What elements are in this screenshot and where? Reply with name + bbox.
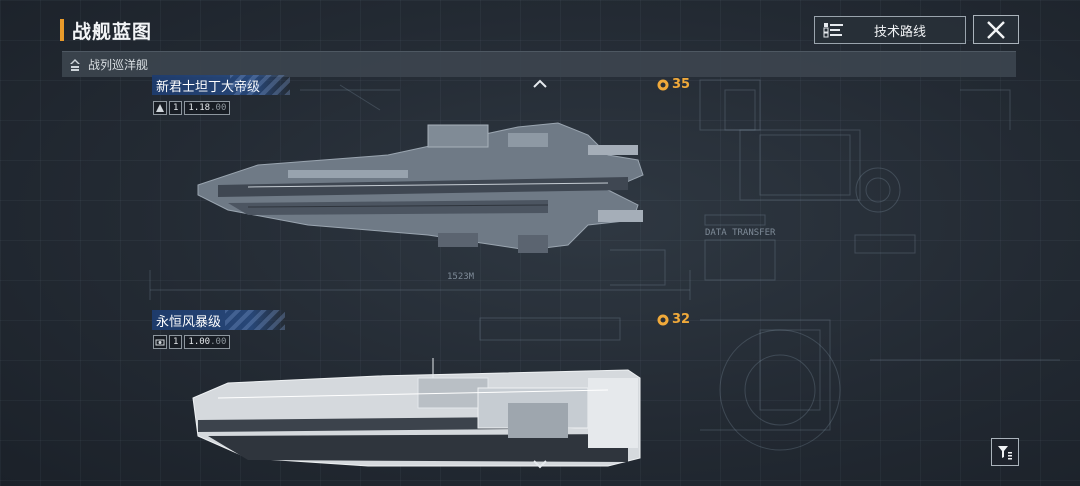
chevron-down-icon[interactable] [531,458,549,470]
ship-name-banner-1[interactable]: 新君士坦丁大帝级 [152,75,290,95]
ship-cost-1: 35 [657,77,690,92]
ship-class-icon [153,101,167,115]
title-accent-bar [60,19,64,41]
ship-stats-1: 1 1.18.00 [153,101,231,115]
ship-version-1: 1.18.00 [184,101,231,115]
filter-icon [998,446,1012,460]
filter-button[interactable] [991,438,1019,466]
tech-route-button[interactable]: 技术路线 [814,16,966,44]
ship-model-2[interactable] [188,358,648,468]
ship-tier-2: 1 [169,335,183,349]
category-bar-battlecruiser[interactable]: 战列巡洋舰 [62,51,1016,77]
tech-route-label: 技术路线 [873,24,926,40]
ship-name-1: 新君士坦丁大帝级 [156,79,261,95]
ship-class-icon [153,335,167,349]
ship-length-label: 1523M [447,272,475,282]
resource-coin-icon [657,79,669,90]
resource-coin-icon [657,314,669,325]
rank-chevron-icon [70,58,80,71]
ship-tier-1: 1 [169,101,183,115]
close-button[interactable] [973,15,1019,44]
ship-cost-2: 32 [657,312,690,327]
tech-tree-icon [823,23,843,38]
page-title: 战舰蓝图 [72,20,153,43]
data-transfer-label: DATA TRANSFER [705,228,776,238]
ship-name-banner-2[interactable]: 永恒风暴级 [152,310,285,330]
category-label: 战列巡洋舰 [88,58,149,72]
ship-model-1[interactable] [188,115,648,265]
ship-name-2: 永恒风暴级 [156,314,222,330]
chevron-up-icon[interactable] [531,78,549,90]
banner-stripes [225,310,285,330]
close-x-icon [987,20,1005,39]
ship-version-2: 1.00.00 [184,335,231,349]
banner-stripes [230,75,290,95]
ship-stats-2: 1 1.00.00 [153,335,231,349]
page-title-group: 战舰蓝图 [60,16,152,44]
